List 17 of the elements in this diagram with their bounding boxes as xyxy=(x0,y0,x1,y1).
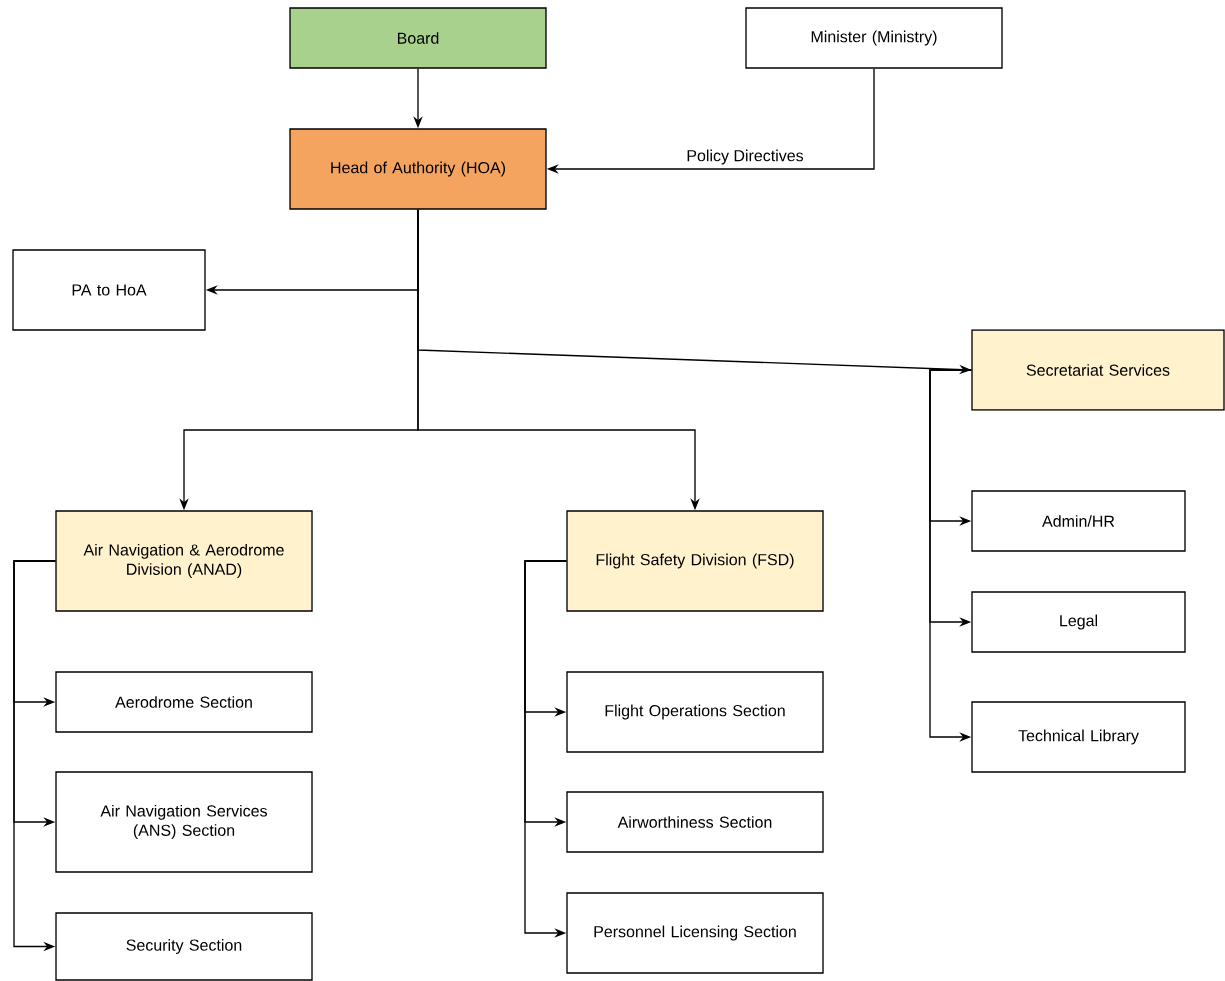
org-box: Airworthiness Section xyxy=(566,791,824,853)
org-box: Aerodrome Section xyxy=(55,671,313,733)
org-box: Technical Library xyxy=(971,701,1186,773)
org-box: Head of Authority (HOA) xyxy=(289,128,547,210)
org-box: Flight Safety Division (FSD) xyxy=(566,510,824,612)
org-box: Board xyxy=(289,7,547,69)
org-box: Personnel Licensing Section xyxy=(566,892,824,974)
org-box: Minister (Ministry) xyxy=(745,7,1003,69)
org-box: Air Navigation Services (ANS) Section xyxy=(55,771,313,873)
edge-label: Policy Directives xyxy=(685,148,805,166)
org-box: Legal xyxy=(971,591,1186,653)
org-box: Admin/HR xyxy=(971,490,1186,552)
org-box: Flight Operations Section xyxy=(566,671,824,753)
org-box: Security Section xyxy=(55,912,313,981)
org-box: PA to HoA xyxy=(12,249,206,331)
org-box: Air Navigation & Aerodrome Division (ANAD) xyxy=(55,510,313,612)
org-box: Secretariat Services xyxy=(971,329,1225,411)
